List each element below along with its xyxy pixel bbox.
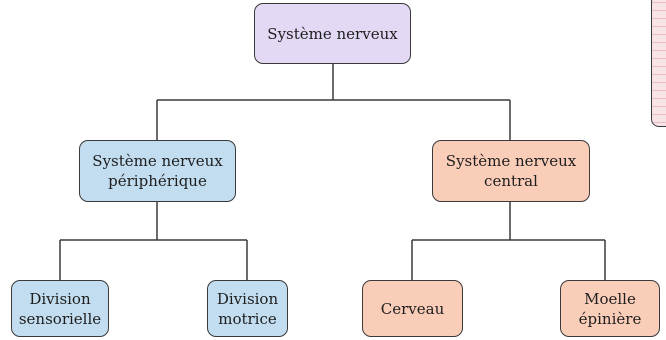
node-central-label: Système nerveux central: [445, 152, 577, 190]
node-motor-label: Division motrice: [216, 289, 279, 328]
node-peripheral: Système nerveux périphérique: [79, 140, 236, 202]
node-central: Système nerveux central: [432, 140, 590, 202]
node-sensory: Division sensorielle: [11, 280, 109, 337]
partial-side-panel: [651, 0, 666, 127]
node-root-label: Système nerveux: [267, 24, 398, 43]
node-brain-label: Cerveau: [380, 299, 445, 318]
node-peripheral-label: Système nerveux périphérique: [92, 152, 223, 190]
node-sensory-label: Division sensorielle: [18, 289, 102, 328]
node-spinal-label: Moelle épinière: [578, 289, 642, 328]
node-brain: Cerveau: [362, 280, 463, 337]
node-motor: Division motrice: [207, 280, 288, 337]
node-spinal: Moelle épinière: [560, 280, 660, 337]
node-root: Système nerveux: [254, 3, 411, 64]
